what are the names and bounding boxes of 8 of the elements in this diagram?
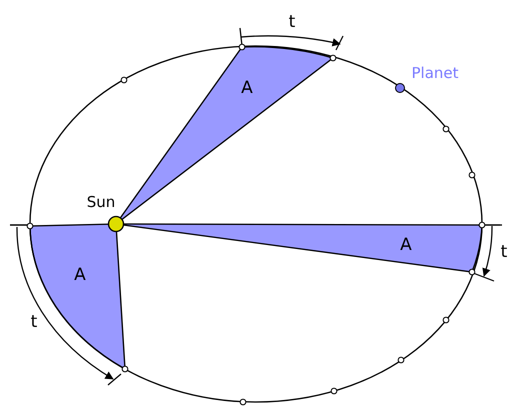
area-label: A (74, 265, 86, 285)
area-label: A (241, 78, 253, 98)
time-label: t (288, 12, 296, 32)
time-label: t (500, 242, 508, 262)
area-label: A (400, 235, 412, 255)
planet-label: Planet (411, 63, 459, 83)
time-label: t (30, 312, 38, 332)
sun-label: Sun (86, 192, 116, 212)
